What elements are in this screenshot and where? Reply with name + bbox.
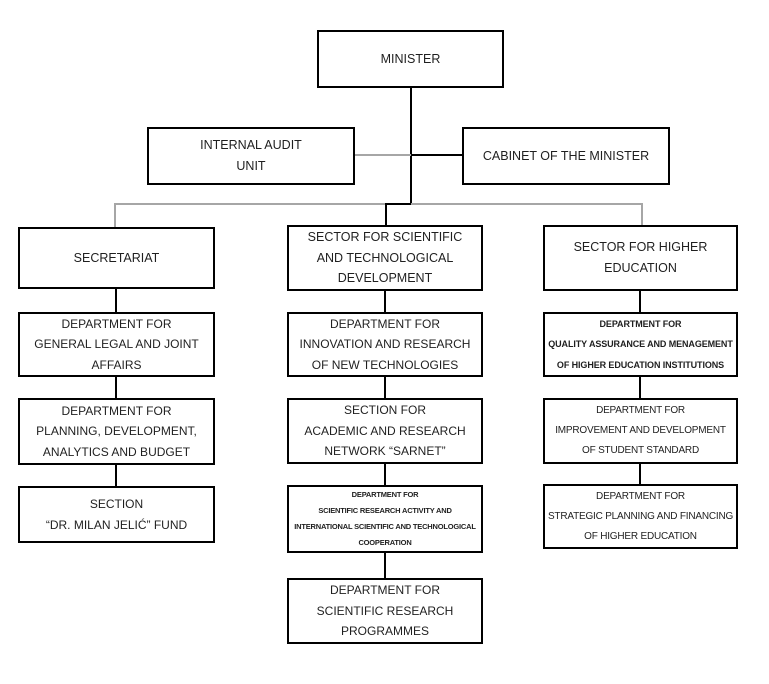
org-box-sector-highered: SECTOR FOR HIGHER EDUCATION — [543, 225, 738, 291]
org-box-dept-programmes: DEPARTMENT FOR SCIENTIFIC RESEARCH PROGR… — [287, 578, 483, 644]
connector-sarnet-activity — [384, 464, 386, 485]
connector-distribution-bar — [114, 203, 643, 205]
org-box-cabinet: CABINET OF THE MINISTER — [462, 127, 670, 185]
connector-innovation-sarnet — [384, 377, 386, 398]
connector-stub-sector-scitech — [385, 204, 387, 225]
connector-secretariat-legal — [115, 289, 117, 312]
connector-distribution-center — [385, 203, 411, 205]
connector-legal-planning — [115, 377, 117, 398]
org-box-dept-quality: DEPARTMENT FOR QUALITY ASSURANCE AND MEN… — [543, 312, 738, 377]
org-box-secretariat: SECRETARIAT — [18, 227, 215, 289]
org-box-dept-student: DEPARTMENT FOR IMPROVEMENT AND DEVELOPME… — [543, 398, 738, 464]
org-box-dept-strategic: DEPARTMENT FOR STRATEGIC PLANNING AND FI… — [543, 484, 738, 549]
org-box-sector-scitech: SECTOR FOR SCIENTIFIC AND TECHNOLOGICAL … — [287, 225, 483, 291]
org-box-section-sarnet: SECTION FOR ACADEMIC AND RESEARCH NETWOR… — [287, 398, 483, 464]
org-box-dept-activity: DEPARTMENT FOR SCIENTIFIC RESEARCH ACTIV… — [287, 485, 483, 553]
connector-stub-sector-highered — [641, 204, 643, 225]
connector-highered-quality — [639, 291, 641, 312]
org-box-dept-legal: DEPARTMENT FOR GENERAL LEGAL AND JOINT A… — [18, 312, 215, 377]
org-box-dept-innovation: DEPARTMENT FOR INNOVATION AND RESEARCH O… — [287, 312, 483, 377]
connector-planning-fund — [115, 465, 117, 486]
connector-quality-student — [639, 377, 641, 398]
org-box-minister: MINISTER — [317, 30, 504, 88]
connector-minister-drop — [410, 88, 412, 204]
connector-student-strategic — [639, 464, 641, 484]
connector-stub-secretariat — [114, 204, 116, 227]
org-box-dept-planning: DEPARTMENT FOR PLANNING, DEVELOPMENT, AN… — [18, 398, 215, 465]
connector-scitech-innovation — [384, 291, 386, 312]
org-box-section-fund: SECTION “DR. MILAN JELIĆ” FUND — [18, 486, 215, 543]
connector-cabinet-link — [411, 154, 462, 156]
connector-activity-programmes — [384, 553, 386, 578]
org-box-internal-audit: INTERNAL AUDIT UNIT — [147, 127, 355, 185]
connector-audit-link — [355, 154, 411, 156]
